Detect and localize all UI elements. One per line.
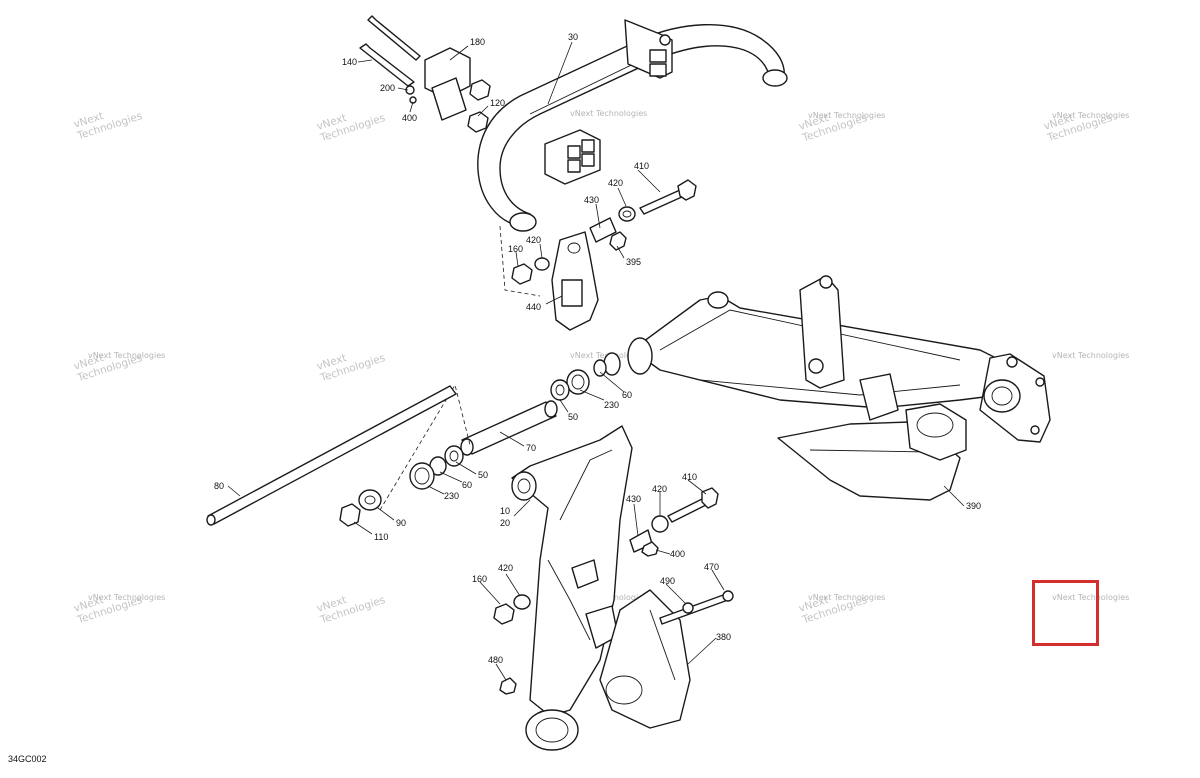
bearing-stack-lower[interactable] (379, 383, 471, 511)
callout-390: 390 (966, 501, 981, 511)
callout-10: 10 (500, 506, 510, 516)
callout-400: 400 (402, 113, 417, 123)
nut-395[interactable] (609, 231, 627, 251)
watermark-inline: vNext Technologies (1052, 111, 1129, 120)
callout-80: 80 (214, 481, 224, 491)
bearing-stack-upper[interactable] (550, 352, 621, 401)
clamp-bolts[interactable] (359, 15, 421, 87)
link-bolt-410[interactable] (639, 179, 697, 215)
watermark-inline: vNext Technologies (1052, 593, 1129, 602)
callout-400: 400 (670, 549, 685, 559)
callout-480: 480 (488, 655, 503, 665)
arm-protector-390[interactable] (777, 403, 967, 501)
bushing-420[interactable] (618, 206, 636, 222)
watermark-inline: vNext Technologies (88, 351, 165, 360)
callout-410: 410 (634, 161, 649, 171)
callout-410: 410 (682, 472, 697, 482)
callouts: 180 30 140 200 400 120 410 420 430 395 1… (214, 32, 981, 665)
callout-50: 50 (568, 412, 578, 422)
bolt-470[interactable] (659, 590, 734, 625)
bar-bushing-clamp-right[interactable] (624, 19, 673, 79)
callout-110: 110 (374, 532, 388, 542)
callout-90: 90 (396, 518, 406, 528)
callout-420: 420 (498, 563, 513, 573)
callout-380: 380 (716, 632, 731, 642)
callout-430: 430 (626, 494, 641, 504)
watermark-inline: vNext Technologies (1052, 351, 1129, 360)
shock-bracket[interactable] (799, 275, 899, 421)
trailing-arm[interactable] (511, 425, 633, 751)
callout-70: 70 (526, 443, 536, 453)
washer-200[interactable] (405, 85, 417, 104)
watermark-inline: vNext Technologies (808, 593, 885, 602)
nut-480[interactable] (499, 677, 517, 695)
callout-395: 395 (626, 257, 641, 267)
callout-50: 50 (478, 470, 488, 480)
callout-440: 440 (526, 302, 541, 312)
callout-20: 20 (500, 518, 510, 528)
callout-200: 200 (380, 83, 395, 93)
leader-lines (227, 41, 965, 681)
callout-160: 160 (508, 244, 523, 254)
watermark-inline: vNext Technologies (88, 593, 165, 602)
bar-bushing-center[interactable] (544, 129, 601, 185)
nut-120[interactable] (467, 79, 491, 133)
lower-link-bolt-410[interactable] (667, 487, 719, 523)
callout-60: 60 (462, 480, 472, 490)
bushing-clamp-180[interactable] (424, 47, 471, 121)
callout-420: 420 (652, 484, 667, 494)
callout-230: 230 (604, 400, 619, 410)
callout-230: 230 (444, 491, 459, 501)
callout-140: 140 (342, 57, 357, 67)
arm-guard-380[interactable] (599, 589, 691, 729)
callout-30: 30 (568, 32, 578, 42)
watermark-inline: vNext Technologies (570, 109, 647, 118)
callout-490: 490 (660, 576, 675, 586)
watermark-inline: vNext Technologies (808, 111, 885, 120)
lower-nut-160[interactable] (493, 594, 531, 625)
lower-nut-400[interactable] (641, 541, 659, 557)
lower-bushing-420[interactable] (651, 515, 669, 533)
washer-90[interactable] (358, 489, 382, 511)
callout-120: 120 (490, 98, 505, 108)
sleeve-70[interactable] (460, 400, 558, 456)
pivot-shaft-80[interactable] (206, 385, 457, 526)
callout-470: 470 (704, 562, 719, 572)
highlight-box (1032, 580, 1099, 646)
callout-420: 420 (608, 178, 623, 188)
knuckle[interactable] (979, 353, 1051, 443)
callout-430: 430 (584, 195, 599, 205)
sleeve-430[interactable] (589, 217, 617, 243)
nut-110[interactable] (339, 503, 361, 527)
callout-160: 160 (472, 574, 487, 584)
callout-60: 60 (622, 390, 632, 400)
callout-420: 420 (526, 235, 541, 245)
link-bracket-440[interactable] (499, 225, 599, 331)
diagram-code: 34GC002 (8, 754, 47, 764)
nut-160-upper[interactable] (511, 257, 550, 285)
callout-180: 180 (470, 37, 485, 47)
